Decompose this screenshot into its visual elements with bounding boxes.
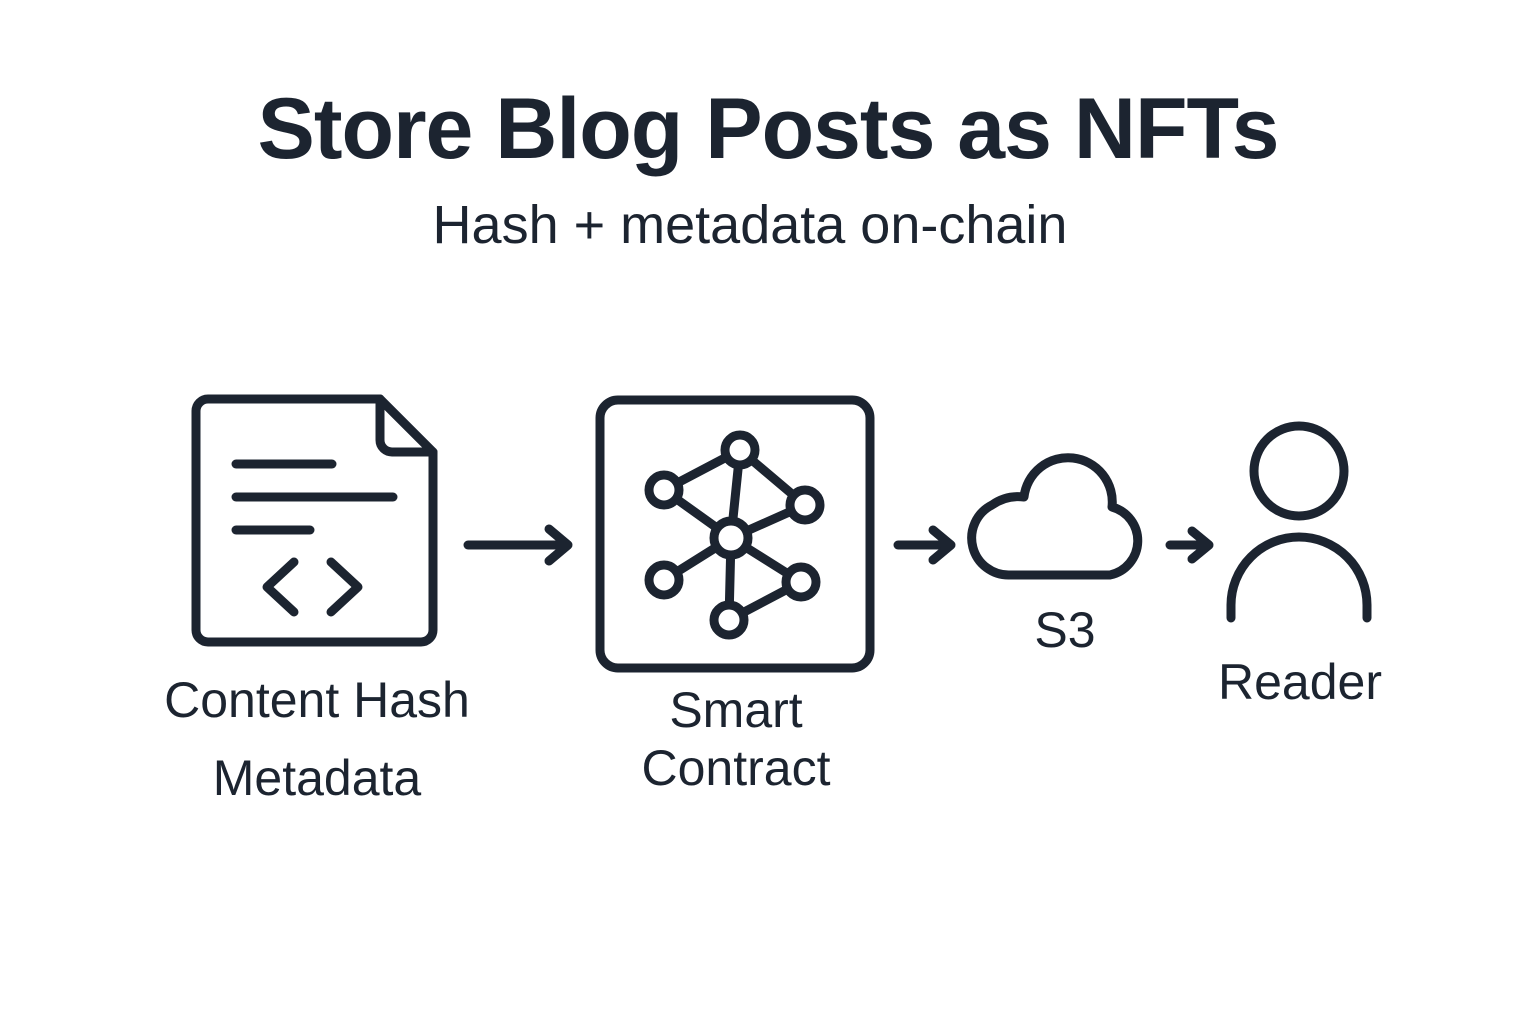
page-subtitle: Hash + metadata on-chain — [432, 195, 1068, 255]
user-icon — [1226, 421, 1372, 623]
arrow-content-to-contract — [463, 524, 573, 566]
network-graph-icon — [595, 395, 875, 673]
s3-label: S3 — [1034, 602, 1096, 658]
content-hash-label: Content Hash — [164, 672, 470, 728]
document-code-icon — [191, 394, 438, 647]
page-title: Store Blog Posts as NFTs — [257, 81, 1280, 177]
arrow-s3-to-reader — [1165, 526, 1214, 564]
cloud-icon — [967, 453, 1143, 580]
arrow-contract-to-s3 — [893, 525, 956, 565]
smart-contract-label-line2: Contract — [641, 740, 831, 796]
metadata-label: Metadata — [212, 750, 422, 806]
reader-label: Reader — [1218, 654, 1382, 710]
smart-contract-label-line1: Smart — [669, 682, 803, 738]
